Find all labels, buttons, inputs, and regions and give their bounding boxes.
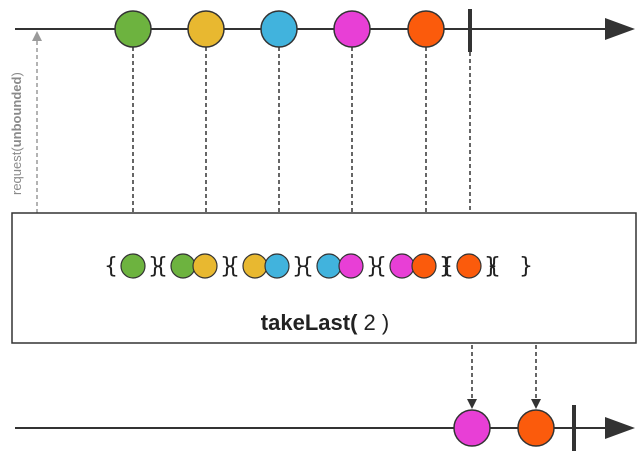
buffer-marble-green (120, 253, 146, 279)
buffer-open-brace: { (226, 254, 240, 279)
output-timeline (15, 405, 635, 451)
buffer-open-brace: { (487, 254, 501, 279)
buffer-marble-magenta (338, 253, 364, 279)
buffer-marble-blue (264, 253, 290, 279)
buffer-marble-yellow (192, 253, 218, 279)
request-indicator: request(unbounded) (9, 31, 42, 213)
buffer-state: {} (300, 253, 380, 279)
buffer-state: {} (154, 253, 234, 279)
buffer-states: {}{}{}{}{}{}{} (104, 253, 533, 279)
source-marble-green (114, 10, 152, 48)
buffer-close-brace: } (519, 254, 533, 279)
buffer-marble-magenta (389, 253, 415, 279)
completion-arrows (465, 52, 541, 409)
buffer-state: {} (104, 253, 162, 279)
buffer-close-brace: } (220, 254, 234, 279)
buffer-close-brace: } (484, 254, 498, 279)
buffer-marble-orange (411, 253, 437, 279)
buffer-state: {} (487, 254, 533, 279)
buffer-open-brace: { (300, 254, 314, 279)
buffer-state: {} (440, 253, 498, 279)
output-marbles (453, 409, 555, 447)
buffer-open-brace: { (154, 254, 168, 279)
buffer-marble-green (170, 253, 196, 279)
buffer-close-brace: } (292, 254, 306, 279)
request-label: request(unbounded) (9, 72, 24, 195)
output-marble-magenta (453, 409, 491, 447)
source-timeline (15, 9, 635, 52)
source-marble-yellow (187, 10, 225, 48)
source-marble-blue (260, 10, 298, 48)
source-timeline-arrowhead (605, 18, 635, 40)
buffer-marble-blue (316, 253, 342, 279)
buffer-open-brace: { (440, 254, 454, 279)
source-marble-magenta (333, 10, 371, 48)
buffer-close-brace: } (439, 254, 453, 279)
buffer-open-brace: { (104, 254, 118, 279)
buffer-marble-yellow (242, 253, 268, 279)
output-marble-orange (517, 409, 555, 447)
buffer-state: {} (373, 253, 453, 279)
buffer-close-brace: } (148, 254, 162, 279)
operator-label: takeLast( 2 ) (261, 310, 389, 335)
buffer-state: {} (226, 253, 306, 279)
operator-box: takeLast( 2 ) (11, 212, 637, 344)
output-timeline-arrowhead (605, 417, 635, 439)
buffer-close-brace: } (366, 254, 380, 279)
source-marbles (114, 10, 445, 48)
source-marble-orange (407, 10, 445, 48)
buffer-open-brace: { (373, 254, 387, 279)
buffer-marble-orange (456, 253, 482, 279)
